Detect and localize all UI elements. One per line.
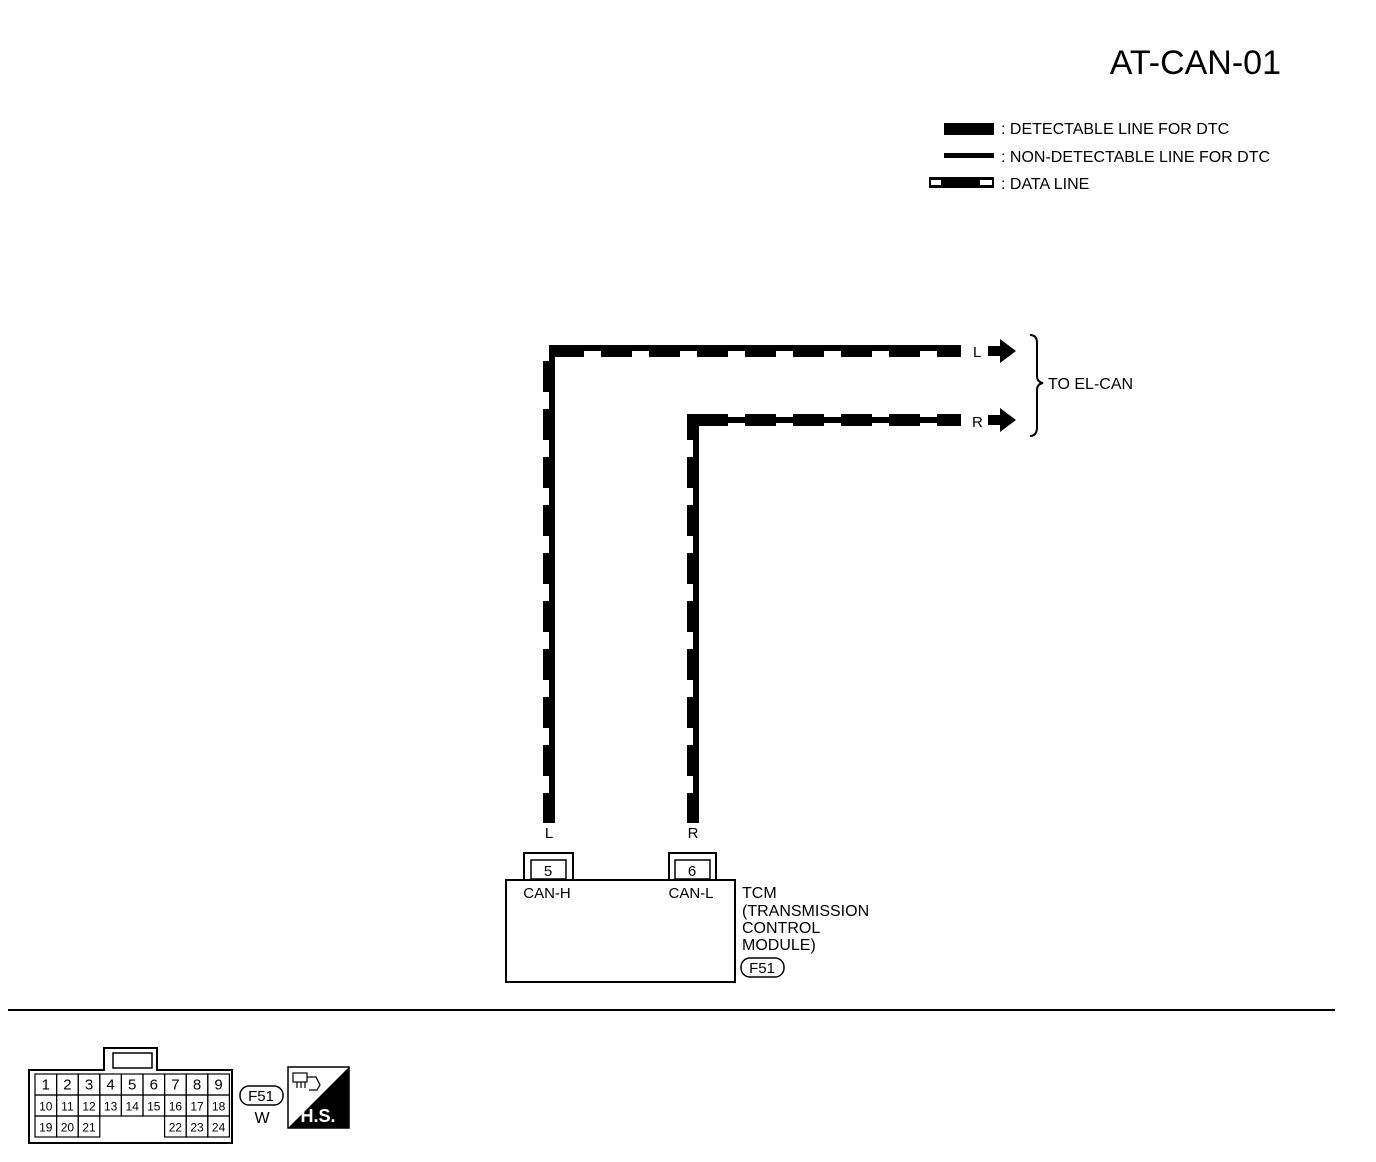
wire-color-lower: R: [972, 414, 983, 431]
pin-number: 5: [544, 863, 552, 880]
connector-hand-icon: [292, 1072, 321, 1091]
cavity-number: 19: [39, 1121, 53, 1135]
tcm-box: [505, 879, 736, 983]
can-h-label: CAN-H: [523, 885, 571, 902]
cavity-number: 8: [193, 1077, 201, 1094]
cavity-number: 17: [190, 1100, 204, 1114]
harness-side-icon: H.S.: [287, 1066, 350, 1129]
tcm-name-line: MODULE): [742, 937, 816, 954]
cavity-number: 9: [214, 1077, 222, 1094]
arrow-right-icon: [988, 339, 1016, 363]
wire-color-upper: L: [973, 344, 981, 361]
legend-detectable-label: : DETECTABLE LINE FOR DTC: [1001, 121, 1229, 138]
cavity-number: 18: [212, 1100, 226, 1114]
tcm-name-line: (TRANSMISSION: [742, 903, 869, 920]
connector-ref-badge: [740, 957, 785, 978]
legend-data-line-label: : DATA LINE: [1001, 176, 1089, 193]
wire-color-can-h: L: [545, 825, 553, 842]
tcm-pin-5: 5: [523, 852, 574, 880]
cavity-number: 21: [82, 1121, 96, 1135]
detectable-line-sample: [944, 123, 994, 135]
can-l-wire-horizontal: [687, 414, 961, 426]
connector-cavity: [207, 1115, 231, 1138]
brace-icon: [1029, 334, 1044, 437]
can-h-wire-horizontal: [543, 345, 961, 357]
cavity-number: 1: [42, 1077, 50, 1094]
destination-label: TO EL-CAN: [1048, 376, 1133, 393]
tcm-pin-6: 6: [668, 852, 717, 880]
hs-label: H.S.: [300, 1106, 335, 1126]
tcm-name-line: TCM: [742, 885, 777, 902]
tcm-name-line: CONTROL: [742, 920, 820, 937]
cavity-number: 14: [126, 1100, 140, 1114]
cavity-number: 3: [85, 1077, 93, 1094]
cavity-number: 4: [106, 1077, 114, 1094]
wire-color-can-l: R: [688, 825, 699, 842]
connector-cavity: [77, 1115, 101, 1138]
legend: : DETECTABLE LINE FOR DTC : NON-DETECTAB…: [929, 121, 1270, 193]
connector-ref-label: F51: [749, 960, 775, 977]
can-l-label: CAN-L: [668, 885, 713, 902]
cavity-number: 11: [61, 1100, 74, 1114]
cavity-number: 5: [128, 1077, 136, 1094]
pin-number: 6: [688, 863, 696, 880]
cavity-number: 16: [169, 1100, 183, 1114]
can-l-wire-vertical: [687, 414, 699, 823]
arrow-right-icon: [988, 408, 1016, 432]
cavity-number: 24: [212, 1121, 226, 1135]
cavity-number: 20: [61, 1121, 75, 1135]
page-title: AT-CAN-01: [1110, 44, 1281, 82]
connector-color-code: W: [254, 1110, 270, 1127]
cavity-number: 22: [169, 1121, 183, 1135]
cavity-number: 12: [82, 1100, 96, 1114]
cavity-number: 2: [63, 1077, 71, 1094]
non-detectable-line-sample: [944, 153, 994, 158]
cavity-number: 23: [190, 1121, 204, 1135]
cavity-number: 7: [171, 1077, 179, 1094]
cavity-number: 15: [147, 1100, 161, 1114]
can-h-wire-vertical: [543, 345, 555, 823]
cavity-number: 6: [150, 1077, 158, 1094]
legend-non-detectable-label: : NON-DETECTABLE LINE FOR DTC: [1001, 149, 1270, 166]
connector-id-badge: [239, 1085, 284, 1106]
connector-id-label: F51: [248, 1088, 274, 1105]
cavity-number: 10: [39, 1100, 53, 1114]
data-line-sample: [929, 177, 994, 188]
cavity-number: 13: [104, 1100, 118, 1114]
